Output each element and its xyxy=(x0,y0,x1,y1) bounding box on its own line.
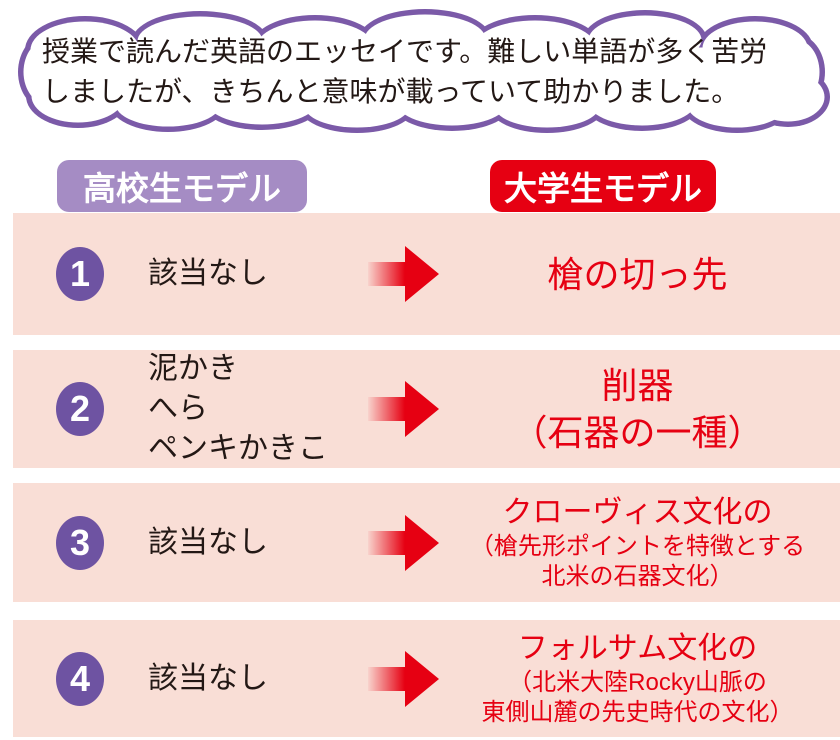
row-number-badge: 3 xyxy=(56,515,104,570)
entry-line: 該当なし xyxy=(148,525,268,559)
model-badge-university: 大学生モデル xyxy=(490,160,716,212)
entry-line: 東側山麓の先史時代の文化） xyxy=(481,698,794,726)
speech-bubble-text: 授業で読んだ英語のエッセイです。難しい単語が多く苦労 しましたが、きちんと意味が… xyxy=(42,32,812,112)
entry-line: 槍の切っ先 xyxy=(547,253,728,295)
bubble-line-1: 授業で読んだ英語のエッセイです。難しい単語が多く苦労 xyxy=(42,36,768,67)
entry-line: （石器の一種） xyxy=(511,412,764,453)
university-model-entry: クローヴィス文化の （槍先形ポイントを特徴とする 北米の石器文化） xyxy=(441,494,834,592)
entry-line: ペンキかきこ xyxy=(148,432,328,465)
highschool-model-entry: 泥かき へら ペンキかきこ xyxy=(148,349,328,469)
entry-line: 該当なし xyxy=(148,257,268,290)
right-arrow-icon xyxy=(368,514,439,571)
entry-line: （槍先形ポイントを特徴とする xyxy=(469,532,806,560)
entry-line: クローヴィス文化の xyxy=(502,495,773,529)
model-badge-highschool: 高校生モデル xyxy=(57,160,307,212)
university-model-entry: フォルサム文化の （北米大陸Rocky山脈の 東側山麓の先史時代の文化） xyxy=(441,630,834,728)
highschool-model-entry: 該当なし xyxy=(148,523,328,563)
speech-bubble: 授業で読んだ英語のエッセイです。難しい単語が多く苦労 しましたが、きちんと意味が… xyxy=(10,4,830,138)
entry-line: 北米の石器文化） xyxy=(541,562,734,590)
entry-line: 削器 xyxy=(601,365,674,406)
row-number-badge: 2 xyxy=(56,382,104,436)
university-model-entry: 削器 （石器の一種） xyxy=(441,362,834,456)
comparison-row-4: 4 該当なし フォルサム文化の （北米大陸Rocky山脈の 東側山麓の先史時代の… xyxy=(13,620,840,737)
entry-line: 泥かき xyxy=(148,352,238,385)
bubble-line-2: しましたが、きちんと意味が載っていて助かりました。 xyxy=(42,76,740,107)
comparison-row-1: 1 該当なし 槍の切っ先 xyxy=(13,213,840,335)
university-model-entry: 槍の切っ先 xyxy=(441,251,834,298)
entry-line: 該当なし xyxy=(148,661,268,695)
row-number-badge: 4 xyxy=(56,651,104,706)
row-number-badge: 1 xyxy=(56,247,104,301)
right-arrow-icon xyxy=(368,246,439,302)
right-arrow-icon xyxy=(368,381,439,437)
highschool-model-entry: 該当なし xyxy=(148,254,328,294)
highschool-model-entry: 該当なし xyxy=(148,659,328,699)
entry-line: フォルサム文化の xyxy=(517,631,758,665)
entry-line: へら xyxy=(148,392,208,425)
entry-line: （北米大陸Rocky山脈の xyxy=(508,668,767,696)
comparison-row-3: 3 該当なし クローヴィス文化の （槍先形ポイントを特徴とする 北米の石器文化） xyxy=(13,483,840,602)
cloud-speech-bubble-icon xyxy=(18,9,830,133)
comparison-row-2: 2 泥かき へら ペンキかきこ 削器 （石器の一種） xyxy=(13,350,840,468)
right-arrow-icon xyxy=(368,650,439,707)
